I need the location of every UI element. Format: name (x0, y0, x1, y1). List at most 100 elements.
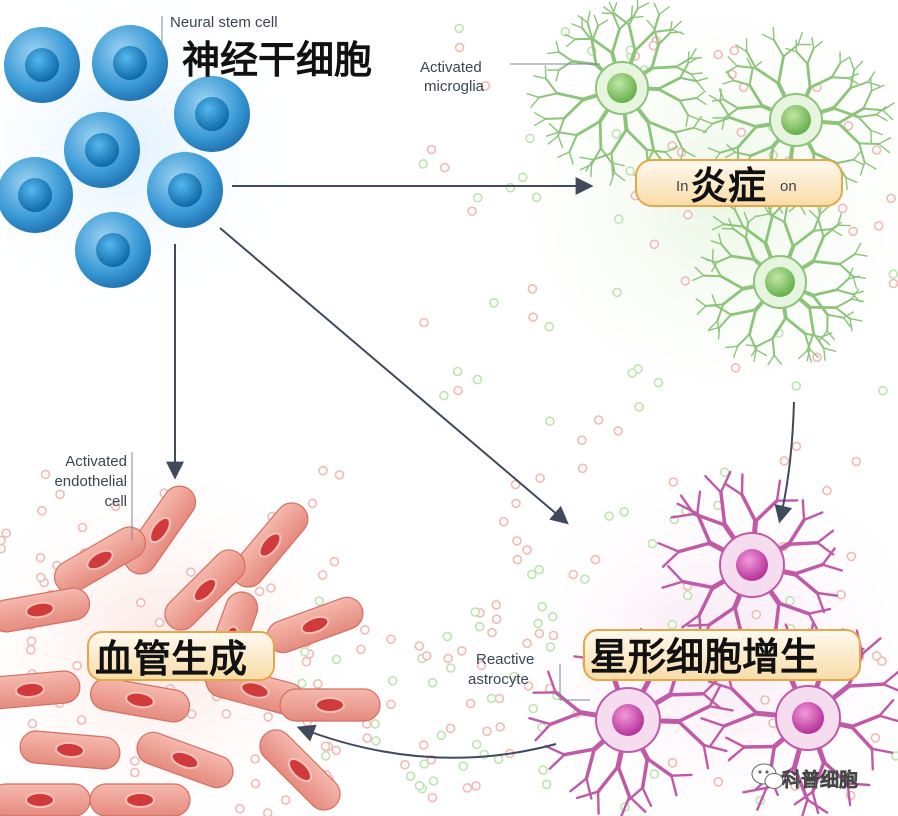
cytokine-dot (547, 611, 558, 622)
cytokine-dot (405, 771, 416, 782)
cytokine-dot (452, 366, 463, 377)
endothelial-cell (266, 596, 364, 654)
cell-process (729, 308, 758, 317)
cytokine-dot (470, 607, 481, 617)
cell-process (852, 275, 858, 289)
astrocyte-cell (657, 470, 843, 659)
cell-process (768, 212, 786, 223)
cell-process (747, 214, 758, 224)
cell-process (616, 764, 632, 799)
cell-process (720, 243, 733, 258)
cytokine-dot (329, 556, 340, 567)
cytokine-dot (436, 730, 447, 741)
cell-process (538, 92, 559, 99)
cell-process (657, 542, 681, 553)
cytokine-dot (318, 465, 328, 476)
cell-process (846, 782, 852, 807)
cell-process (585, 777, 593, 800)
cytokine-dot (439, 390, 449, 401)
cell-process (646, 120, 655, 152)
cytokine-dot (421, 651, 432, 661)
cell-process (653, 27, 660, 46)
cell-process (882, 109, 894, 121)
cell-process (707, 326, 721, 332)
cell-process (677, 541, 712, 554)
cytokine-dot (35, 572, 46, 583)
cytokine-dot (307, 498, 318, 509)
cell-process (679, 76, 698, 83)
watermark-text: 科普细胞 (782, 768, 858, 791)
cytokine-dot (442, 631, 453, 642)
microglia-label-line1: Activated (420, 59, 482, 76)
cell-process (721, 287, 745, 306)
cytokine-dot (474, 621, 485, 632)
cytokine-dot (528, 312, 538, 323)
cell-process (858, 142, 866, 164)
cytokine-dot (579, 574, 590, 585)
cell-process (787, 518, 806, 546)
cell-process (596, 764, 620, 794)
cell-process (687, 51, 690, 64)
cell-process (721, 117, 726, 130)
cell-process (656, 76, 682, 91)
cytokine-dot (488, 297, 499, 308)
cytokine-dot (72, 660, 82, 671)
cytokine-dot (649, 239, 660, 250)
astrocyte-label-line1: Reactive (476, 651, 534, 668)
cytokine-dot (55, 489, 65, 500)
cell-process (613, 12, 630, 26)
cell-process (853, 60, 864, 71)
cytokine-dot (467, 206, 477, 216)
cytokine-dot (110, 501, 121, 512)
cytokine-dot (0, 543, 6, 554)
cell-process (882, 102, 895, 112)
cell-process (544, 117, 566, 120)
cell-process (618, 16, 633, 31)
cell-process (819, 330, 828, 341)
cytokine-dot (545, 642, 556, 652)
cell-process (555, 40, 560, 53)
cell-process (670, 512, 696, 519)
cell-process (603, 6, 614, 15)
cytokine-dot (262, 808, 273, 816)
cytokine-dot (334, 470, 345, 480)
cell-process (725, 736, 746, 749)
cytokine-dot (465, 698, 476, 709)
cytokine-dot (456, 646, 467, 656)
cell-process (749, 144, 775, 158)
cell-process (837, 212, 843, 226)
cytokine-dot (577, 463, 588, 474)
cell-process (878, 136, 892, 145)
cell-process (773, 39, 785, 58)
cytokine-dot (851, 456, 862, 467)
endothelial-cell (0, 670, 81, 710)
cytokine-dot (625, 166, 635, 176)
cell-process (693, 115, 702, 129)
cytokine-dot (846, 551, 857, 562)
cell-process (851, 298, 865, 303)
cell-process (735, 44, 748, 53)
cell-process (793, 790, 814, 806)
cytokine-dot (427, 677, 438, 688)
cell-process (849, 57, 855, 71)
wechat-icon (751, 763, 784, 789)
inflammation-label-cn: 炎症 (690, 164, 766, 208)
endothelial-label-line3: cell (104, 493, 127, 510)
cell-process (547, 134, 559, 145)
cell-process (764, 214, 774, 245)
cytokine-dot (719, 467, 730, 478)
cytokine-dot (472, 374, 483, 385)
cell-process (695, 511, 712, 545)
cell-process (851, 288, 860, 300)
cytokine-dot (250, 754, 260, 764)
cytokine-dot (491, 614, 502, 625)
cytokine-dot (400, 759, 410, 770)
cell-process (870, 747, 874, 771)
cell-process (532, 75, 547, 80)
cytokine-dot (386, 634, 396, 645)
cytokine-dot (130, 756, 140, 766)
cytokine-dot (371, 736, 381, 746)
cytokine-dot (517, 172, 528, 183)
cytokine-dot (779, 456, 790, 466)
cell-process (705, 259, 718, 263)
